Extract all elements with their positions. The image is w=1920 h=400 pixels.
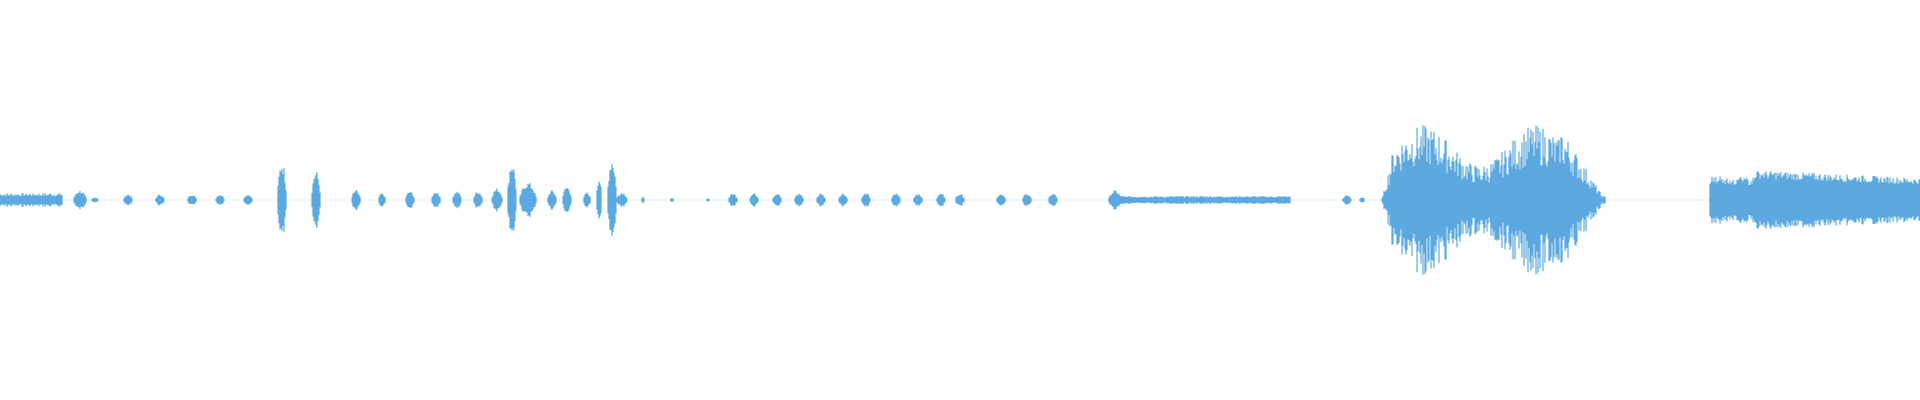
waveform-strokes [0,125,1920,275]
waveform-path [0,125,1920,275]
